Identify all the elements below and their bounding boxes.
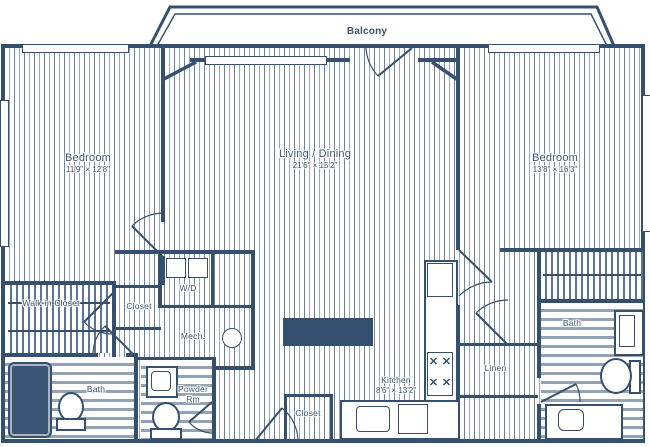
wall <box>500 248 541 252</box>
sink-basin-icon <box>151 371 171 391</box>
balcony-name: Balcony <box>346 26 388 37</box>
linen-name: Linen <box>484 363 507 373</box>
toilet-tank-icon <box>150 428 182 440</box>
kitchen-dims: 8'6" × 13'2" <box>375 386 417 395</box>
wall <box>2 281 116 285</box>
walk-in-closet-label: Walk-in Closet <box>20 298 82 308</box>
burner-icon: ✕ <box>441 356 452 368</box>
wall <box>138 357 216 360</box>
wall <box>284 394 287 443</box>
walk-in-closet-floor <box>6 285 112 353</box>
wall <box>330 394 333 443</box>
sink-basin-icon <box>558 409 584 431</box>
wall <box>460 395 538 398</box>
toilet-tank-icon <box>56 418 86 431</box>
wall <box>537 248 541 378</box>
kitchen-name: Kitchen <box>381 375 411 385</box>
living-dining-name: Living / Dining <box>278 148 352 160</box>
wall <box>158 305 255 308</box>
washer-dryer-name: W/D <box>179 283 197 293</box>
window <box>0 100 9 247</box>
wall <box>284 394 333 397</box>
entry-closet-name: Closet <box>295 408 321 418</box>
wall <box>112 281 116 357</box>
living-dining-label: Living / Dining 21'6" × 15'2" <box>245 148 385 170</box>
bath-right-label: Bath <box>552 318 592 328</box>
powder-name: Powder Rm <box>177 384 209 404</box>
wall <box>126 353 138 357</box>
wall <box>115 327 161 330</box>
bathtub-icon <box>8 362 52 438</box>
window <box>488 44 600 53</box>
bath-left-name: Bath <box>86 384 106 394</box>
window <box>642 95 650 232</box>
kitchen-sink-icon <box>356 406 390 432</box>
wall <box>537 404 541 443</box>
closet-rod-icon <box>8 330 110 332</box>
wall <box>115 250 255 254</box>
wall <box>161 48 165 222</box>
walk-in-closet-name: Walk-in Closet <box>22 298 80 308</box>
hall-closet-label: Closet <box>116 301 162 311</box>
wall <box>2 353 98 357</box>
vanity-icon <box>545 404 623 440</box>
range-icon <box>427 352 453 396</box>
wall <box>251 250 255 370</box>
bath-left-label: Bath <box>76 384 116 394</box>
wall <box>456 48 460 250</box>
wall <box>115 285 161 288</box>
wall <box>212 357 216 443</box>
linen-label: Linen <box>468 363 523 373</box>
toilet-icon <box>58 392 84 422</box>
wall <box>134 353 138 443</box>
kitchen-island <box>283 318 373 346</box>
bedroom-right-name: Bedroom <box>531 152 579 164</box>
dishwasher-icon <box>398 404 428 434</box>
wall <box>456 305 460 443</box>
wall <box>541 248 645 252</box>
bedroom-right-label: Bedroom 13'8" × 16'3" <box>495 152 615 174</box>
bedroom-left-name: Bedroom <box>64 152 112 164</box>
hall-closet-name: Closet <box>126 301 152 311</box>
entry-closet-label: Closet <box>283 408 333 418</box>
bedroom-right-dims: 13'8" × 16'3" <box>532 165 578 174</box>
mech-label: Mech. <box>168 331 218 341</box>
wall <box>541 299 645 303</box>
shower-inner-icon <box>619 315 635 347</box>
bedroom-left-label: Bedroom 11'9" × 12'8" <box>28 152 148 174</box>
balcony-label: Balcony <box>317 26 417 37</box>
window <box>22 44 129 53</box>
bedroom-left-dims: 11'9" × 12'8" <box>66 165 110 174</box>
window <box>205 56 327 65</box>
wall <box>460 343 538 346</box>
burner-icon: ✕ <box>441 377 452 389</box>
washer-icon <box>166 258 186 278</box>
washer-dryer-label: W/D <box>168 283 208 293</box>
mech-name: Mech. <box>180 331 206 341</box>
burner-icon: ✕ <box>428 377 439 389</box>
wall <box>161 256 165 285</box>
bath-right-name: Bath <box>562 318 582 328</box>
powder-label: Powder Rm <box>174 384 212 404</box>
closet-rod-icon <box>543 274 641 276</box>
wall <box>158 250 162 308</box>
refrigerator-icon <box>427 263 453 297</box>
toilet-icon <box>152 402 180 432</box>
burner-icon: ✕ <box>428 356 439 368</box>
closet-rod-icon <box>8 302 110 304</box>
wall <box>418 58 458 62</box>
living-dining-dims: 21'6" × 15'2" <box>292 161 338 170</box>
dryer-icon <box>188 258 208 278</box>
toilet-icon <box>600 358 632 394</box>
kitchen-label: Kitchen 8'6" × 13'2" <box>360 375 432 395</box>
wall <box>211 250 214 308</box>
range-burners-icon: ✕ ✕ ✕ ✕ <box>427 352 453 394</box>
water-heater-icon <box>222 328 242 348</box>
